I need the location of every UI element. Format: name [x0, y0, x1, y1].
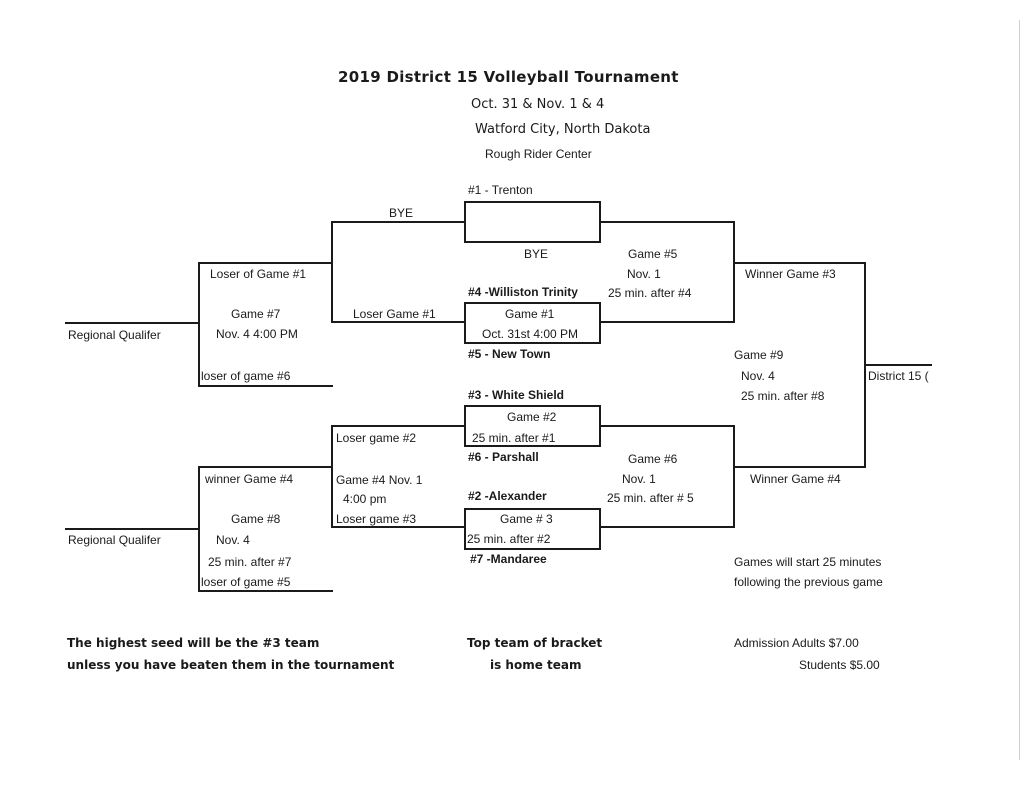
loser-game-3-slot: Loser game #3 — [336, 512, 417, 526]
bracket-line — [65, 528, 200, 530]
seed-7-label: #7 -Mandaree — [470, 552, 547, 566]
seed-1-label: #1 - Trenton — [468, 183, 533, 197]
loser-game-5-slot: loser of game #5 — [201, 575, 291, 589]
scan-edge — [1019, 20, 1020, 760]
bracket-line — [331, 221, 333, 323]
game-2-time: 25 min. after #1 — [472, 431, 556, 445]
game-8-time: 25 min. after #7 — [208, 555, 292, 569]
bracket-line — [600, 221, 735, 223]
game-box-bye — [464, 201, 601, 243]
bracket-line — [600, 425, 735, 427]
home-note-line1: Top team of bracket — [467, 636, 603, 650]
game-box-3 — [464, 508, 601, 550]
bracket-line — [600, 526, 735, 528]
regional-qualifier-top: Regional Qualifer — [68, 328, 161, 342]
game-6-date: Nov. 1 — [622, 472, 656, 486]
bracket-line — [600, 321, 735, 323]
seed-2-label: #2 -Alexander — [468, 489, 547, 503]
loser-game-6-slot: loser of game #6 — [201, 369, 291, 383]
bye-label-below: BYE — [524, 247, 549, 261]
game-6-title: Game #6 — [628, 452, 678, 466]
bracket-line — [331, 321, 465, 323]
start-note-line1: Games will start 25 minutes — [734, 555, 882, 569]
tournament-city: Watford City, North Dakota — [475, 122, 651, 137]
seed-4-label: #4 -Williston Trinity — [468, 285, 578, 299]
game-9-date: Nov. 4 — [741, 369, 775, 383]
seed-note-line2: unless you have beaten them in the tourn… — [67, 658, 395, 672]
game-4-label: Game #4 Nov. 1 — [336, 473, 423, 487]
bracket-line — [331, 425, 465, 427]
district-champion-slot: District 15 ( — [868, 369, 929, 383]
bracket-line — [198, 466, 333, 468]
bracket-line — [65, 322, 200, 324]
game-1-time: Oct. 31st 4:00 PM — [482, 327, 579, 341]
bracket-line — [733, 425, 735, 528]
bracket-line — [198, 262, 200, 387]
game-7-time: Nov. 4 4:00 PM — [216, 327, 298, 341]
game-9-title: Game #9 — [734, 348, 784, 362]
game-4-time: 4:00 pm — [343, 492, 387, 506]
tournament-title: 2019 District 15 Volleyball Tournament — [338, 68, 679, 86]
bye-label-top: BYE — [389, 206, 414, 220]
game-8-date: Nov. 4 — [216, 533, 250, 547]
game-9-time: 25 min. after #8 — [741, 389, 825, 403]
seed-3-label: #3 - White Shield — [468, 388, 565, 402]
bracket-line — [733, 466, 866, 468]
regional-qualifier-bottom: Regional Qualifer — [68, 533, 161, 547]
bracket-line — [733, 221, 735, 323]
bracket-line — [198, 385, 333, 387]
admission-students: Students $5.00 — [799, 658, 880, 672]
bracket-line — [331, 221, 465, 223]
bracket-line — [198, 590, 333, 592]
game-5-title: Game #5 — [628, 247, 678, 261]
seed-6-label: #6 - Parshall — [468, 450, 539, 464]
winner-game-3-slot: Winner Game #3 — [745, 267, 836, 281]
game-5-date: Nov. 1 — [627, 267, 661, 281]
game-8-title: Game #8 — [231, 512, 281, 526]
game-3-time: 25 min. after #2 — [467, 532, 551, 546]
bracket-line — [331, 526, 465, 528]
game-box-1 — [464, 302, 601, 344]
seed-note-line1: The highest seed will be the #3 team — [67, 636, 320, 650]
home-note-line2: is home team — [490, 658, 582, 672]
admission-adults: Admission Adults $7.00 — [734, 636, 859, 650]
loser-game-1-slot: Loser Game #1 — [353, 307, 436, 321]
tournament-venue: Rough Rider Center — [485, 147, 592, 161]
game-1-title: Game #1 — [505, 307, 555, 321]
game-7-title: Game #7 — [231, 307, 281, 321]
game-6-time: 25 min. after # 5 — [607, 491, 694, 505]
loser-of-game-1-slot: Loser of Game #1 — [210, 267, 307, 281]
bracket-line — [864, 364, 932, 366]
game-2-title: Game #2 — [507, 410, 557, 424]
loser-game-2-slot: Loser game #2 — [336, 431, 417, 445]
start-note-line2: following the previous game — [734, 575, 883, 589]
winner-game-4-slot-left: winner Game #4 — [205, 472, 294, 486]
bracket-line — [733, 262, 866, 264]
bracket-line — [331, 425, 333, 528]
game-5-time: 25 min. after #4 — [608, 286, 692, 300]
winner-game-4-slot-right: Winner Game #4 — [750, 472, 841, 486]
seed-5-label: #5 - New Town — [468, 347, 551, 361]
game-3-title: Game # 3 — [500, 512, 553, 526]
tournament-dates: Oct. 31 & Nov. 1 & 4 — [471, 97, 605, 112]
bracket-line — [198, 262, 333, 264]
